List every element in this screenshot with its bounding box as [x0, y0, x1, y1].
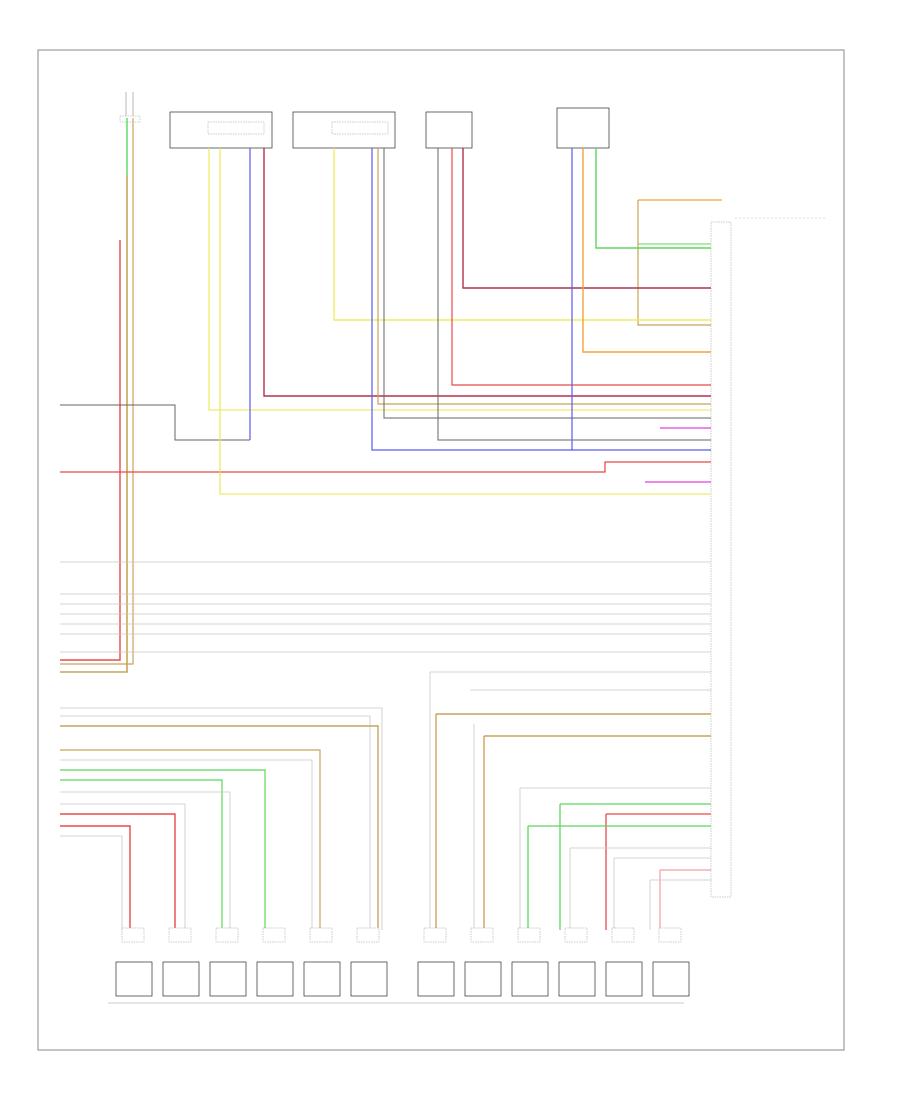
- wire-35: [60, 725, 379, 930]
- module-pin-column: [710, 221, 732, 898]
- wire-13: [263, 148, 711, 397]
- sensor-connector-8: [470, 927, 494, 943]
- sensor-connector-12: [658, 927, 682, 943]
- wire-15: [208, 148, 711, 411]
- wire-4: [60, 118, 134, 665]
- sensor-box-3: [209, 961, 247, 997]
- wire-42: [60, 813, 176, 930]
- sensor-box-8: [464, 961, 502, 997]
- wire-23: [60, 461, 711, 473]
- wire-10: [333, 148, 711, 321]
- wire-37: [60, 759, 313, 930]
- sensor-box-10: [558, 961, 596, 997]
- top-left-sensor-connector: [119, 92, 141, 123]
- sensor-connector-6: [356, 927, 380, 943]
- sensor-connector-7: [423, 927, 447, 943]
- sensor-box-9: [511, 961, 549, 997]
- sensor-connector-1: [121, 927, 145, 943]
- wire-22: [60, 404, 250, 441]
- component-box-1-pins: [207, 121, 265, 135]
- wire-14: [377, 148, 711, 405]
- wire-7: [595, 148, 711, 249]
- sensor-connector-9: [517, 927, 541, 943]
- sensor-box-2: [162, 961, 200, 997]
- wire-38: [60, 769, 266, 930]
- wire-3: [60, 240, 121, 661]
- component-box-2-pins: [331, 121, 389, 135]
- wire-18: [437, 148, 711, 441]
- sensor-box-6: [350, 961, 388, 997]
- sensor-connector-3: [215, 927, 239, 943]
- sensor-connector-5: [309, 927, 333, 943]
- sensor-box-7: [417, 961, 455, 997]
- sensor-box-5: [303, 961, 341, 997]
- sensor-box-11: [605, 961, 643, 997]
- wire-2: [60, 175, 128, 673]
- wire-40: [60, 791, 231, 930]
- wire-36: [60, 749, 321, 930]
- wire-9: [462, 148, 711, 289]
- wire-24: [219, 148, 711, 495]
- diagram-frame: [37, 49, 845, 1051]
- sensor-box-12: [652, 961, 690, 997]
- wire-6: [637, 200, 711, 326]
- sensor-group: [115, 927, 690, 997]
- sensor-connector-11: [611, 927, 635, 943]
- wire-39: [60, 779, 223, 930]
- wire-19: [371, 148, 711, 451]
- wire-41: [60, 803, 186, 930]
- wire-34: [60, 715, 371, 930]
- sensor-box-1: [115, 961, 153, 997]
- wire-44: [60, 835, 123, 930]
- wire-group: [60, 118, 722, 930]
- component-box-3: [425, 111, 473, 149]
- sensor-connector-2: [168, 927, 192, 943]
- wire-16: [383, 148, 711, 419]
- sensor-connector-4: [262, 927, 286, 943]
- component-box-4: [556, 107, 610, 149]
- wire-43: [60, 825, 131, 930]
- sensor-box-4: [256, 961, 294, 997]
- wire-33: [60, 707, 383, 930]
- sensor-connector-10: [564, 927, 588, 943]
- wire-11: [582, 148, 711, 353]
- wire-12: [451, 148, 711, 386]
